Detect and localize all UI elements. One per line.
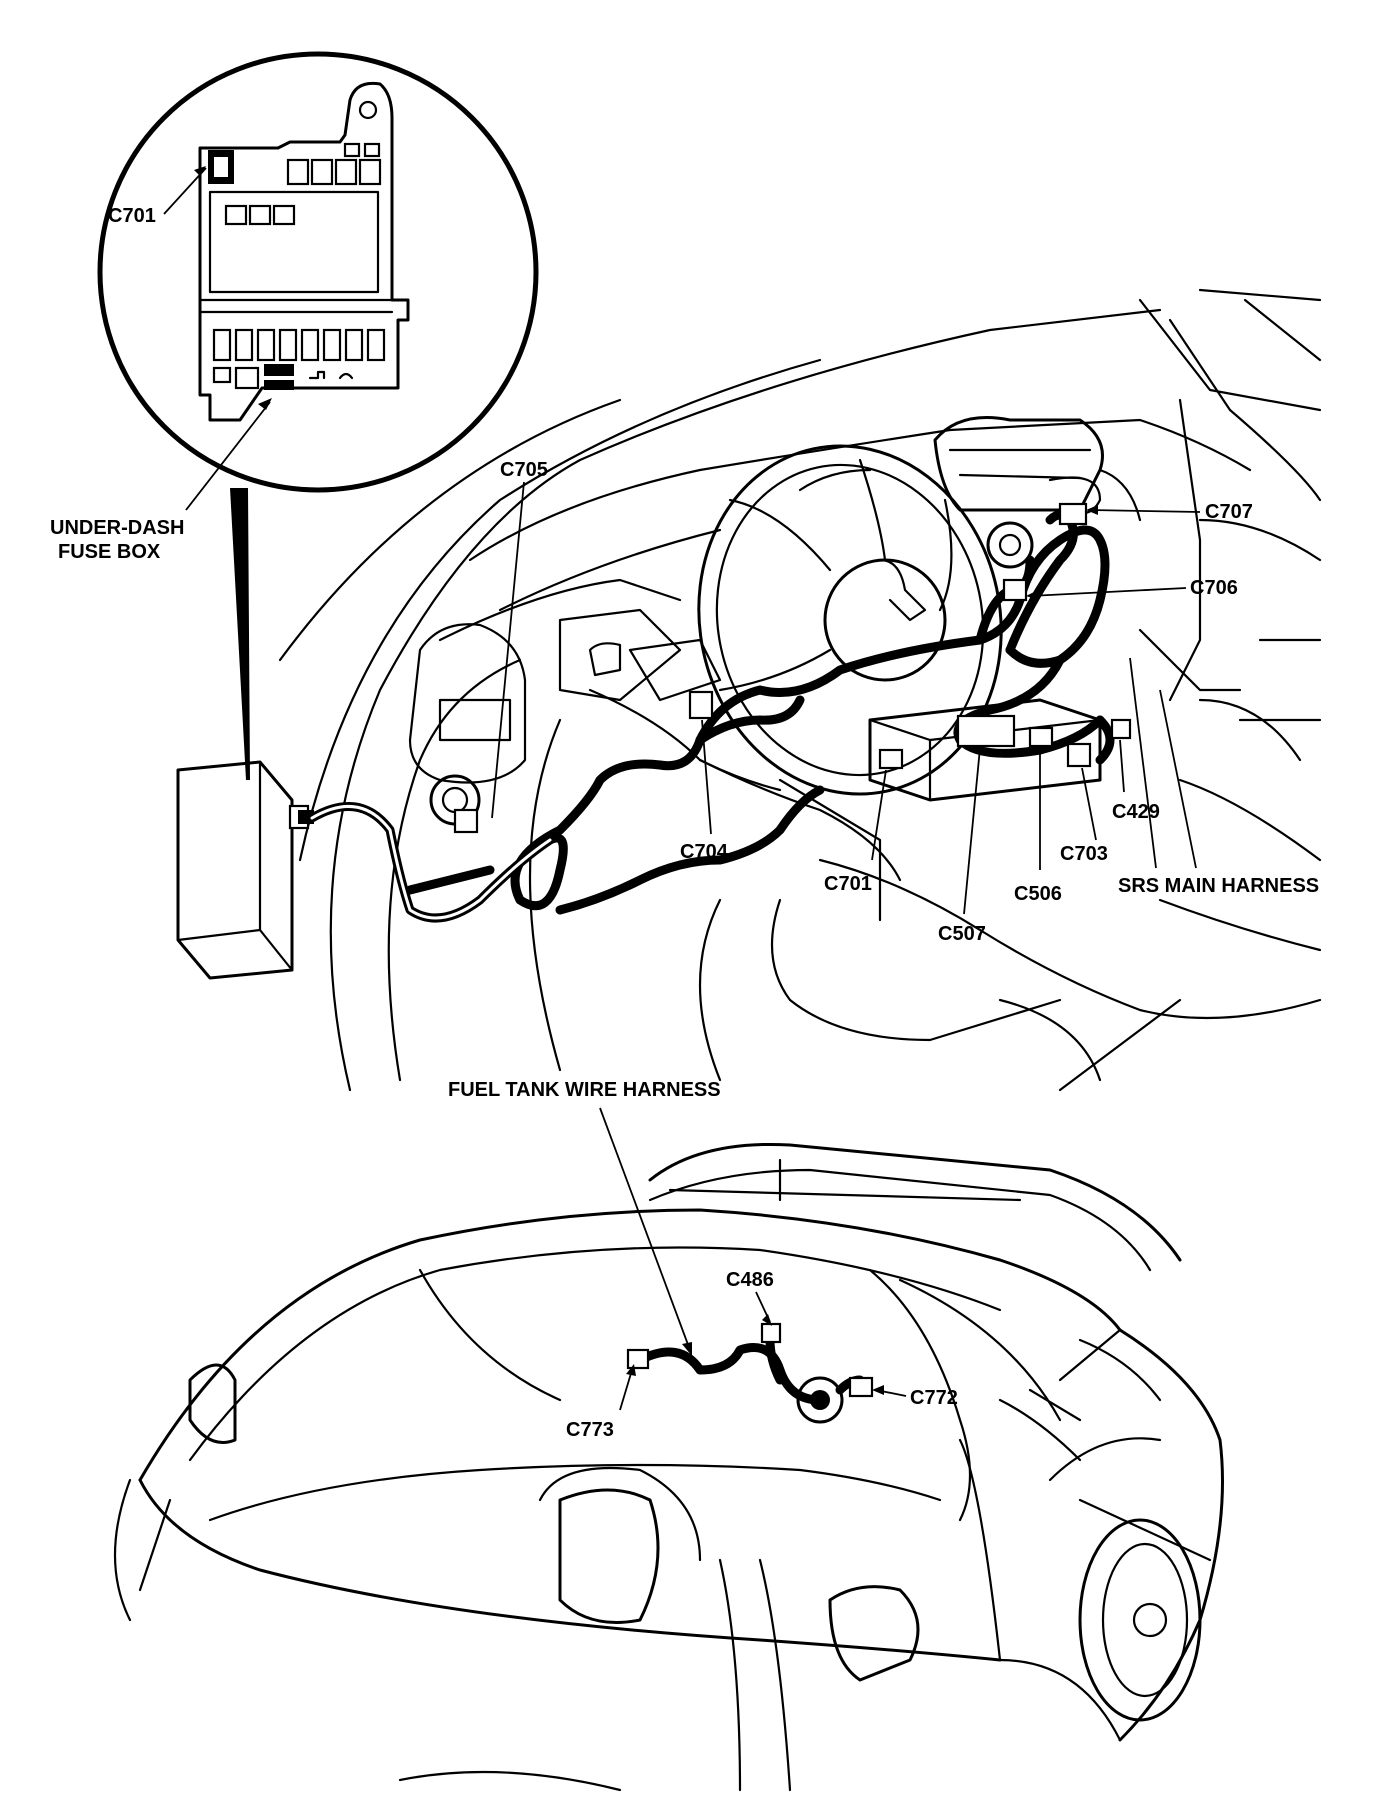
label-c772: C772: [910, 1387, 958, 1409]
dashboard-scene: C705 C707 C706 C704 C701 C429 C703 C506 …: [176, 288, 1322, 1092]
label-under-dash-line1: UNDER-DASH: [50, 517, 184, 539]
label-c429: C429: [1112, 801, 1160, 823]
srs-control-unit: [176, 760, 314, 980]
connector-c706: [1002, 578, 1028, 602]
connector-c486: [760, 1322, 782, 1344]
fuse-box-inset: C701 UNDER-DASH FUSE BOX: [50, 51, 539, 563]
label-c707: C707: [1205, 501, 1253, 523]
label-c706: C706: [1190, 577, 1238, 599]
fuse-row: [212, 328, 386, 390]
steering-wheel: [697, 444, 1003, 796]
car-exterior-scene: FUEL TANK WIRE HARNESS C486 C773 C772: [113, 1079, 1224, 1792]
label-c506: C506: [1014, 883, 1062, 905]
label-c701-inset: C701: [108, 205, 156, 227]
connector-c705: [453, 808, 479, 834]
connector-c429: [1110, 718, 1132, 740]
connector-c707: [1058, 502, 1088, 526]
connector-c507: [956, 714, 1016, 748]
label-c773: C773: [566, 1419, 614, 1441]
fuel-tank-wire-harness-wire: [635, 1335, 865, 1405]
connector-c772: [848, 1376, 874, 1398]
label-c486: C486: [726, 1269, 774, 1291]
label-under-dash-line2: FUSE BOX: [58, 541, 161, 563]
connector-c506: [1028, 726, 1054, 748]
fuel-pump-unit: [796, 1376, 844, 1424]
label-fuel-tank-wire-harness: FUEL TANK WIRE HARNESS: [448, 1079, 721, 1101]
label-c701: C701: [824, 873, 872, 895]
label-c703: C703: [1060, 843, 1108, 865]
connector-c701: [878, 748, 904, 770]
label-c507: C507: [938, 923, 986, 945]
label-c705: C705: [500, 459, 548, 481]
inset-pointer-wedge: [230, 488, 250, 780]
label-srs-main-harness: SRS MAIN HARNESS: [1118, 875, 1319, 897]
connector-c704: [688, 690, 714, 720]
connector-c773: [626, 1348, 650, 1370]
connector-c703: [1066, 742, 1092, 768]
label-c704: C704: [680, 841, 729, 863]
